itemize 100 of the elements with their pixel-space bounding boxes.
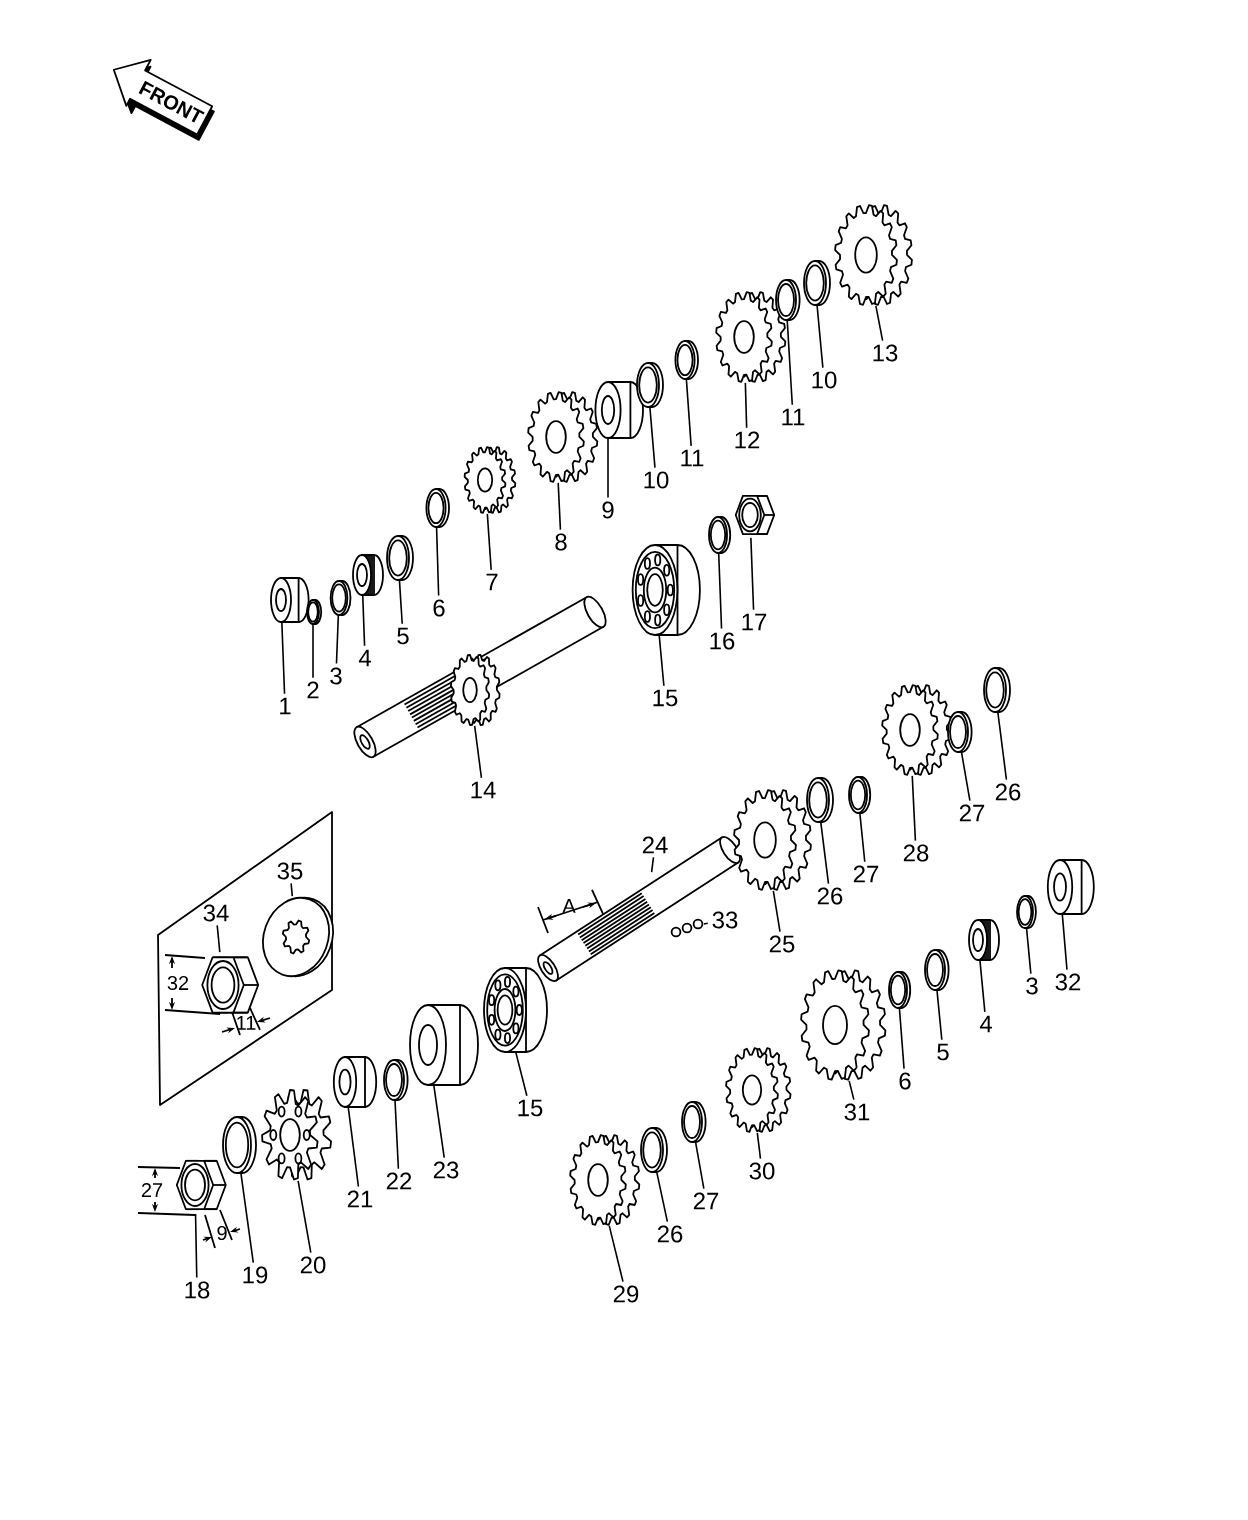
leader-line: [607, 438, 609, 499]
bushing-drawing: [1046, 859, 1095, 915]
ring-drawing: [1016, 895, 1037, 929]
leader-line: [848, 1080, 855, 1101]
ring-drawing: [425, 488, 450, 528]
dimension-label: 27: [141, 1183, 163, 1197]
leader-line: [717, 553, 723, 630]
leader-line: [281, 622, 286, 695]
gear-drawing: [834, 204, 913, 306]
shaft-drawing: [353, 595, 607, 759]
balls-drawing: [670, 918, 704, 938]
callout-number: 27: [959, 804, 985, 822]
leader-line: [649, 407, 656, 469]
needle-bearing-drawing: [968, 919, 1000, 961]
washer-drawing: [262, 896, 334, 978]
callout-number: 8: [555, 533, 567, 551]
callout-number: 33: [712, 911, 738, 929]
callout-number: 6: [899, 1072, 911, 1090]
ring-drawing: [329, 580, 352, 616]
callout-number: 9: [602, 501, 614, 519]
dimension-label: 11: [237, 1016, 256, 1030]
leader-line: [911, 775, 917, 842]
gear-drawing: [569, 1134, 641, 1226]
leader-line: [744, 382, 748, 429]
bearing-drawing: [631, 544, 701, 636]
callout-number: 27: [693, 1192, 719, 1210]
leader-line: [433, 1085, 446, 1159]
callout-number: 34: [203, 904, 229, 922]
leader-line: [1025, 928, 1032, 975]
callout-number: 3: [330, 667, 342, 685]
ring-drawing: [803, 260, 831, 306]
callout-number: 26: [995, 783, 1021, 801]
callout-number: 3: [1026, 977, 1038, 995]
callout-number: 22: [386, 1172, 412, 1190]
callout-number: 24: [642, 836, 668, 854]
leader-line: [703, 922, 709, 925]
callout-number: 6: [433, 599, 445, 617]
leader-line: [394, 1100, 400, 1170]
bushing-drawing: [409, 1004, 479, 1086]
callout-number: 1: [280, 697, 291, 715]
leader-line: [486, 513, 492, 571]
ring-drawing: [674, 340, 699, 380]
leader-line: [557, 482, 562, 531]
callout-number: 35: [277, 862, 303, 880]
leader-line: [473, 725, 483, 779]
dimension-label: A: [562, 899, 576, 913]
callout-number: 21: [347, 1190, 373, 1208]
leader-line: [608, 1225, 624, 1283]
leader-line: [694, 1142, 705, 1190]
callout-number: 11: [681, 449, 704, 467]
gear-drawing: [881, 684, 953, 776]
callout-number: 4: [979, 1015, 992, 1033]
needle-bearing-drawing: [352, 554, 384, 596]
callout-number: 18: [185, 1281, 210, 1299]
callout-number: 23: [433, 1161, 459, 1179]
sprocket-drawing: [261, 1089, 332, 1181]
callout-number: 20: [300, 1256, 326, 1274]
ring-drawing: [640, 1127, 668, 1173]
leader-line: [898, 1008, 905, 1070]
callout-number: 10: [644, 471, 669, 489]
callout-number: 31: [844, 1103, 870, 1121]
ring-drawing: [924, 949, 950, 991]
leader-line: [297, 1180, 312, 1254]
leader-line: [756, 1132, 762, 1160]
bushing-drawing: [332, 1056, 378, 1108]
shaft-drawing: [537, 835, 741, 982]
callout-number: 15: [518, 1099, 543, 1117]
leader-line: [750, 537, 755, 611]
ring-drawing: [222, 1116, 257, 1174]
leader-line: [347, 1107, 360, 1188]
leader-line: [786, 320, 794, 406]
callout-number: 19: [243, 1266, 268, 1284]
callout-number: 5: [397, 627, 409, 645]
gear-drawing: [733, 789, 812, 891]
callout-number: 16: [710, 632, 735, 650]
callout-number: 26: [657, 1225, 683, 1243]
ring-drawing: [983, 667, 1011, 713]
leader-line: [936, 990, 943, 1041]
leader-line: [1061, 914, 1068, 971]
ring-drawing: [636, 362, 664, 408]
leader-line: [816, 305, 824, 369]
nut-drawing: [201, 956, 260, 1014]
ring-drawing: [947, 711, 973, 753]
callout-number: 17: [742, 613, 767, 631]
gear-drawing: [715, 291, 787, 383]
leader-line: [194, 1213, 198, 1279]
callout-number: 7: [486, 573, 498, 591]
callout-number: 25: [769, 935, 795, 953]
callout-number: 32: [1055, 973, 1081, 991]
leader-line: [820, 822, 830, 885]
leader-line: [435, 527, 440, 597]
callout-number: 11: [782, 408, 805, 426]
leader-line: [290, 882, 294, 897]
ring-drawing: [386, 535, 414, 581]
callout-number: 2: [307, 681, 319, 699]
callout-number: 15: [653, 689, 678, 707]
callout-number: 4: [358, 649, 371, 667]
ring-drawing: [383, 1059, 409, 1101]
leader-line: [772, 890, 781, 933]
callout-number: 29: [613, 1285, 639, 1303]
